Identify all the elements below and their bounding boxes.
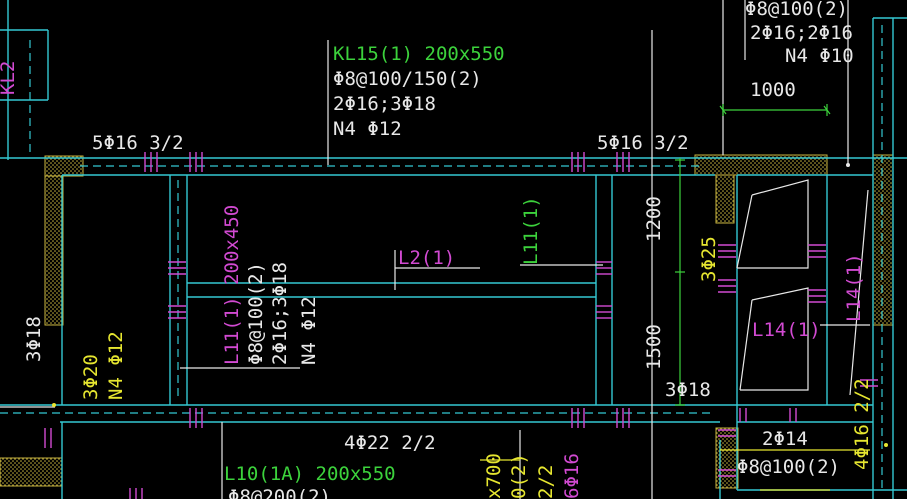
bars-3f18-right: 3Φ18 <box>665 379 711 401</box>
l11-waist: N4 Φ12 <box>298 296 320 365</box>
l14-beam-name-right: L14(1) <box>843 253 865 322</box>
bars-3f18-left: 3Φ18 <box>23 316 45 362</box>
waist-left: N4 Φ12 <box>105 331 127 400</box>
l11-right-name: L11(1) <box>520 196 542 265</box>
column-right <box>872 154 894 326</box>
column-bottom-right <box>715 427 739 489</box>
rebar-ticks <box>44 152 878 499</box>
kl15-stirrup: Φ8@100/150(2) <box>333 68 482 90</box>
l10-beam-name: L10(1A) 200x550 <box>224 463 396 485</box>
leader-lines <box>0 40 870 499</box>
annotations: Φ8@100(2) 2Φ16;2Φ16 N4 Φ10 1000 KL15(1) … <box>0 0 873 499</box>
dimension-1500: 1500 <box>643 324 665 370</box>
top-bars-left: 5Φ16 3/2 <box>92 132 184 154</box>
top-right-stirrup-label: Φ8@100(2) <box>745 0 848 20</box>
bars-3f20: 3Φ20 <box>80 354 102 400</box>
l10-stirrup: Φ8@200(2) <box>228 486 331 499</box>
top-right-waist-label: N4 Φ10 <box>785 45 854 67</box>
top-right-bars-label: 2Φ16;2Φ16 <box>750 22 853 44</box>
dimension-lines <box>675 104 831 406</box>
l2-beam-name: L2(1) <box>398 247 455 269</box>
openings <box>736 179 869 396</box>
left-edge-label: KL2 <box>0 61 19 95</box>
dimension-1000: 1000 <box>750 79 796 101</box>
top-bars-right: 5Φ16 3/2 <box>597 132 689 154</box>
bottom-frag-3: 2/2 <box>535 465 557 499</box>
kl15-waist: N4 Φ12 <box>333 118 402 140</box>
column-left <box>44 159 64 326</box>
kl15-beam-name: KL15(1) 200x550 <box>333 43 505 65</box>
bars-3f25: 3Φ25 <box>698 236 720 282</box>
bottom-stirrup-right: Φ8@100(2) <box>737 456 840 478</box>
column-mid-right <box>715 174 735 224</box>
bottom-frag-2: 0(2) <box>508 453 530 499</box>
bottom-bars-4f22: 4Φ22 2/2 <box>344 432 436 454</box>
bottom-bars-2f14: 2Φ14 <box>762 428 808 450</box>
column-bottom-left <box>0 457 63 487</box>
l11-bars: 2Φ16;3Φ18 <box>269 262 291 365</box>
dimension-1200: 1200 <box>643 196 665 242</box>
kl15-bars: 2Φ16;3Φ18 <box>333 93 436 115</box>
right-bars-4f16: 4Φ16 2/2 <box>851 378 873 470</box>
l11-beam-name: L11(1) 200x450 <box>221 205 243 365</box>
bottom-frag-1: x700 <box>483 453 505 499</box>
tick-group <box>44 152 878 499</box>
l14-beam-name-mid: L14(1) <box>752 319 821 341</box>
l11-stirrup: Φ8@100(2) <box>245 262 267 365</box>
bottom-frag-4: 6Φ16 <box>561 453 583 499</box>
column-left-cap <box>44 155 84 177</box>
